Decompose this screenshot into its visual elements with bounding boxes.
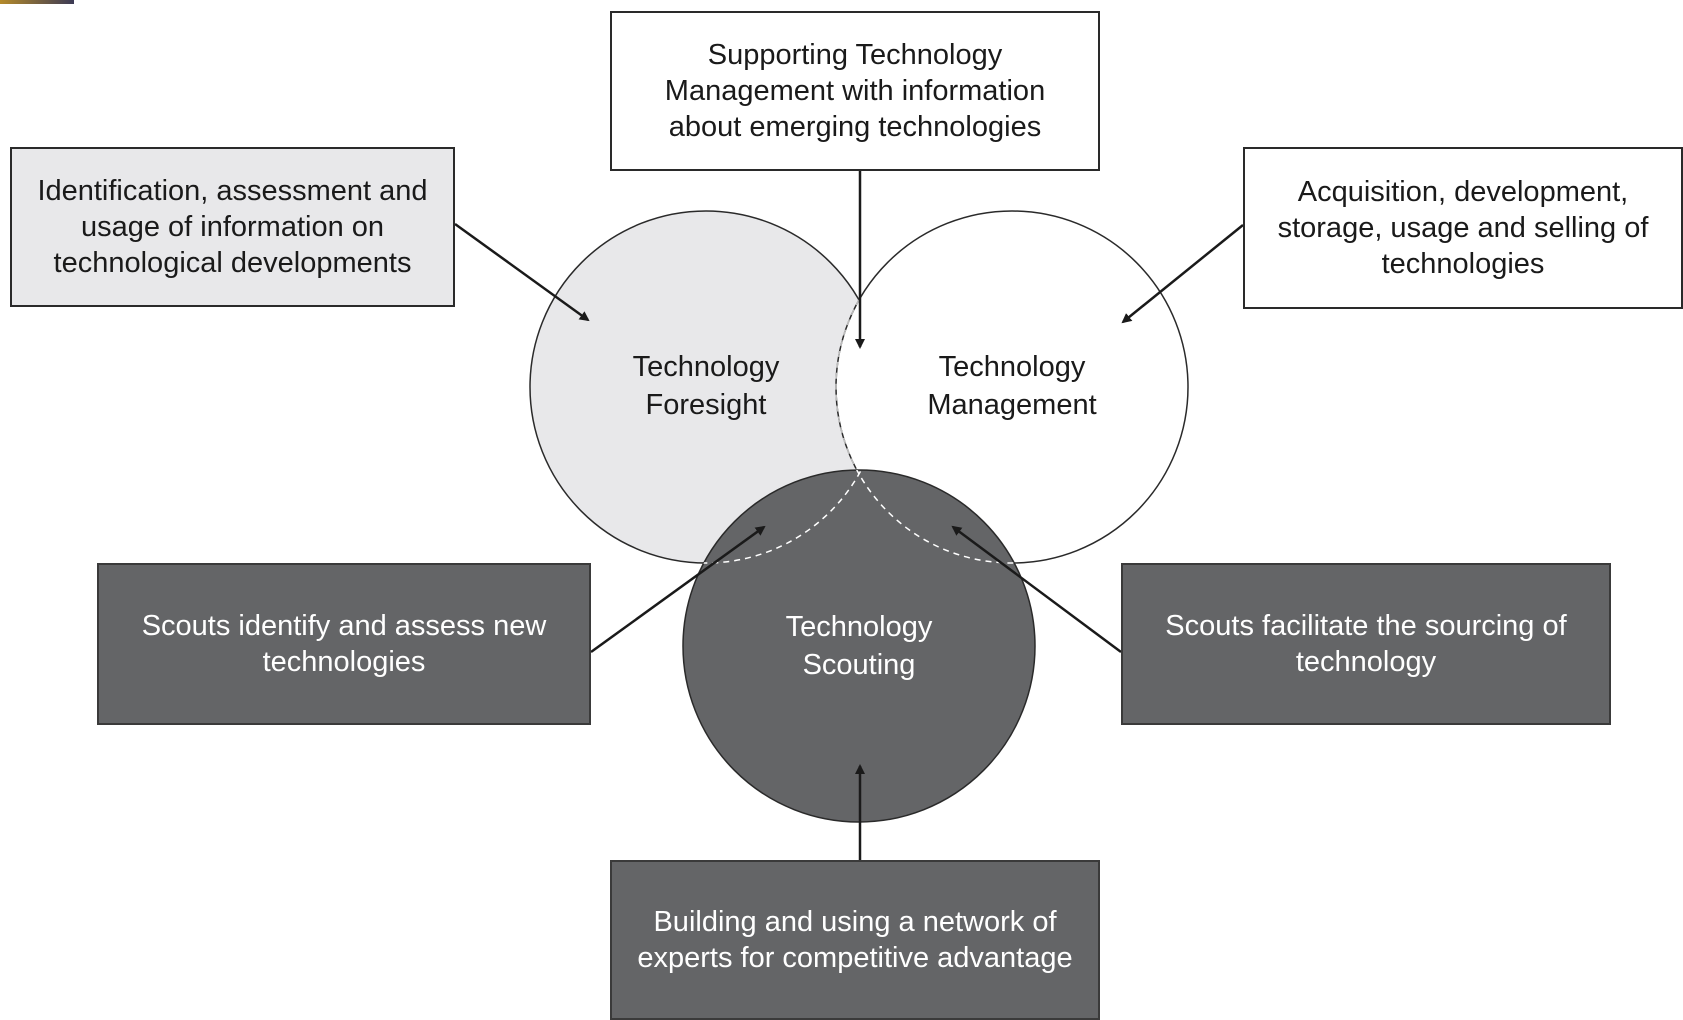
arrow-mid-right-box-to-overlap: [951, 525, 1122, 654]
box-identification-assessment-usage: Identification, assessment and usage of …: [10, 147, 455, 307]
arrow-top-left-box-to-foresight: [454, 222, 590, 322]
technology-management-label: Technology Management: [927, 351, 1097, 421]
box-building-network-experts: Building and using a network of experts …: [610, 860, 1100, 1020]
scouting-overlap-management-outline: [835, 470, 1035, 564]
arrow-top-right-box-to-management: [1121, 224, 1244, 324]
arrow-mid-left-box-to-overlap: [590, 525, 766, 654]
technology-foresight-label: Technology Foresight: [632, 351, 780, 421]
foresight-overlap-outline: [836, 211, 883, 563]
box-scouts-identify-assess: Scouts identify and assess new technolog…: [97, 563, 591, 725]
management-overlap-outline: [835, 211, 882, 563]
scouting-overlap-foresight-outline: [683, 470, 883, 564]
corner-thumbnail-mark: [0, 0, 74, 4]
technology-scouting-label: Technology Scouting: [785, 611, 933, 681]
box-scouts-facilitate-sourcing: Scouts facilitate the sourcing of techno…: [1121, 563, 1611, 725]
box-acquisition-development-storage: Acquisition, development, storage, usage…: [1243, 147, 1683, 309]
box-supporting-technology-management: Supporting Technology Management with in…: [610, 11, 1100, 171]
